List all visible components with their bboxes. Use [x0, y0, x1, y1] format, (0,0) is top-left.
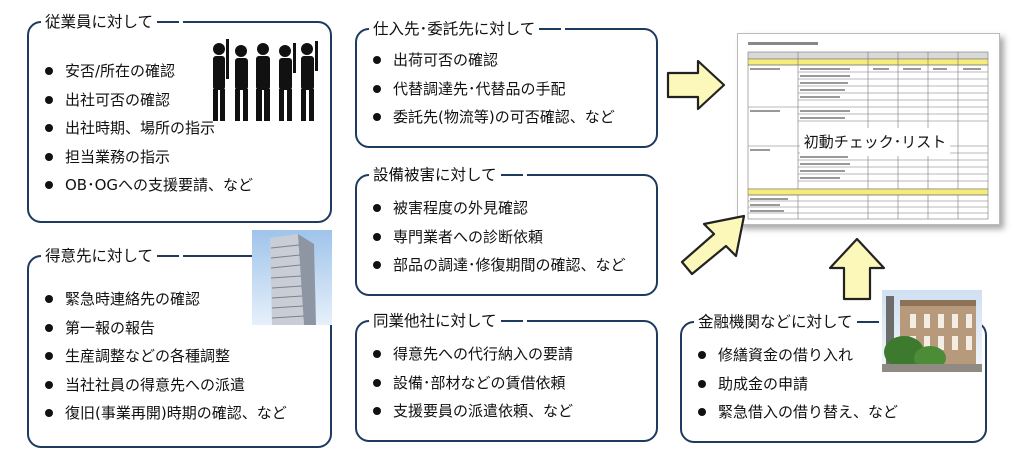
- box-employees-title: 従業員に対して: [41, 11, 184, 33]
- box-peers: 同業他社に対して 得意先への代行納入の要請 設備･部材などの賃借依頼 支援要員の…: [355, 310, 658, 442]
- list-item: 設備･部材などの賃借依頼: [373, 369, 573, 398]
- list-item: 出社可否の確認: [45, 86, 253, 115]
- office-building-icon: [252, 230, 332, 325]
- box-equipment-list: 被害程度の外見確認 専門業者への診断依頼 部品の調達･修復期間の確認、など: [373, 194, 626, 280]
- list-item: 部品の調達･修復期間の確認、など: [373, 251, 626, 280]
- box-suppliers: 仕入先･委託先に対して 出荷可否の確認 代替調達先･代替品の手配 委託先(物流等…: [355, 18, 658, 148]
- list-item: 支援要員の派遣依頼、など: [373, 397, 573, 426]
- list-item: 第一報の報告: [45, 314, 287, 343]
- box-peers-list: 得意先への代行納入の要請 設備･部材などの賃借依頼 支援要員の派遣依頼、など: [373, 340, 573, 426]
- arrow-right-icon: [666, 59, 726, 111]
- list-item: 修繕資金の借り入れ: [698, 341, 898, 370]
- list-item: 安否/所在の確認: [45, 57, 253, 86]
- box-finance-list: 修繕資金の借り入れ 助成金の申請 緊急借入の借り替え、など: [698, 341, 898, 427]
- box-suppliers-list: 出荷可否の確認 代替調達先･代替品の手配 委託先(物流等)の可否確認、など: [373, 46, 615, 132]
- box-customers-list: 緊急時連絡先の確認 第一報の報告 生産調整などの各種調整 当社社員の得意先への派…: [45, 285, 287, 428]
- list-item: 得意先への代行納入の要請: [373, 340, 573, 369]
- list-item: 復旧(事業再開)時期の確認、など: [45, 399, 287, 428]
- box-equipment: 設備被害に対して 被害程度の外見確認 専門業者への診断依頼 部品の調達･修復期間…: [355, 164, 658, 296]
- list-item: 被害程度の外見確認: [373, 194, 626, 223]
- list-item: OB･OGへの支援要請、など: [45, 171, 253, 200]
- list-item: 出社時期、場所の指示: [45, 114, 253, 143]
- list-item: 担当業務の指示: [45, 143, 253, 172]
- list-item: 生産調整などの各種調整: [45, 342, 287, 371]
- list-item: 緊急借入の借り替え、など: [698, 398, 898, 427]
- box-finance-title: 金融機関などに対して: [694, 311, 883, 333]
- list-item: 当社社員の得意先への派遣: [45, 371, 287, 400]
- list-item: 助成金の申請: [698, 370, 898, 399]
- workers-silhouette-icon: [213, 39, 318, 121]
- box-customers-title: 得意先に対して: [41, 245, 184, 267]
- box-equipment-title: 設備被害に対して: [369, 164, 527, 186]
- arrow-up-icon: [828, 237, 886, 301]
- list-item: 代替調達先･代替品の手配: [373, 75, 615, 104]
- box-customers: 得意先に対して 緊急時連絡先の確認 第一報の報告 生産調整などの各種調整 当社社…: [27, 245, 332, 448]
- checklist-document: 初動チェック･リスト: [737, 33, 1000, 225]
- list-item: 専門業者への診断依頼: [373, 223, 626, 252]
- list-item: 委託先(物流等)の可否確認、など: [373, 103, 615, 132]
- box-employees-list: 安否/所在の確認 出社可否の確認 出社時期、場所の指示 担当業務の指示 OB･O…: [45, 57, 253, 200]
- box-peers-title: 同業他社に対して: [369, 310, 527, 332]
- list-item: 出荷可否の確認: [373, 46, 615, 75]
- box-suppliers-title: 仕入先･委託先に対して: [369, 18, 566, 40]
- bank-building-icon: [882, 290, 982, 372]
- list-item: 緊急時連絡先の確認: [45, 285, 287, 314]
- checklist-table-graphic: [747, 42, 989, 220]
- box-employees: 従業員に対して 安否/所在の確認 出社可否の確認 出社時期、場所の指示 担当業務…: [27, 11, 332, 223]
- arrow-up-right-icon: [680, 214, 746, 276]
- checklist-label: 初動チェック･リスト: [800, 128, 950, 156]
